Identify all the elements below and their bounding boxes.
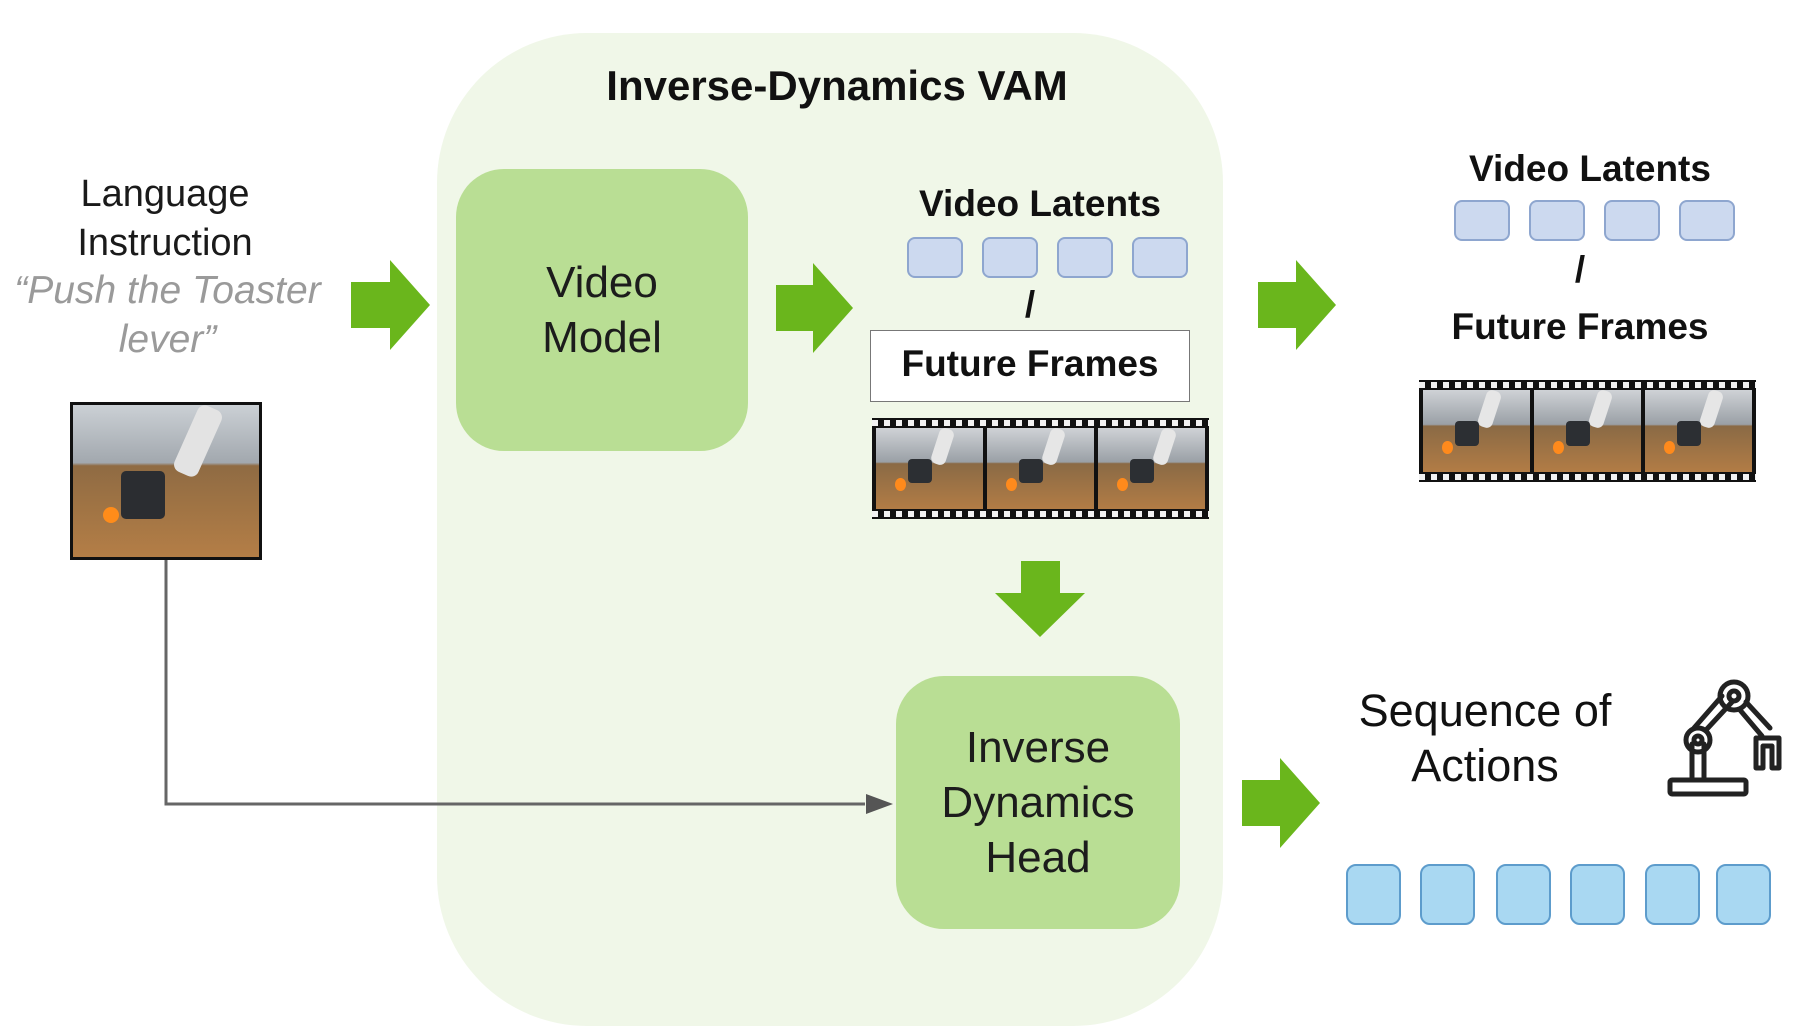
inner-video-latents-label: Video Latents — [919, 183, 1161, 224]
input-observation-image — [70, 402, 262, 560]
connector-image-to-head — [164, 560, 865, 806]
arrow-video-model-to-latents — [776, 263, 853, 353]
film-frame — [1423, 390, 1530, 472]
action-token — [1570, 864, 1625, 925]
arrow-head-to-actions — [1242, 758, 1320, 848]
output-latent-token — [1454, 200, 1510, 241]
action-token — [1716, 864, 1771, 925]
sequence-of-actions-label: Sequence of Actions — [1358, 685, 1612, 791]
video-model-line-1: Video — [546, 258, 658, 307]
action-token — [1645, 864, 1700, 925]
video-model-block: Video Model — [456, 169, 748, 451]
language-instruction-heading: Language Instruction — [77, 173, 253, 264]
inner-latent-token — [982, 237, 1038, 278]
action-token — [1420, 864, 1475, 925]
robot-arm-icon — [1667, 679, 1782, 797]
inner-latent-token — [1132, 237, 1188, 278]
inner-filmstrip — [872, 418, 1209, 519]
inverse-dynamics-head-block: Inverse Dynamics Head — [896, 676, 1180, 929]
idh-line-2: Dynamics — [941, 778, 1135, 827]
video-model-line-2: Model — [542, 313, 662, 362]
film-frame — [987, 428, 1094, 509]
inner-future-frames-label: Future Frames — [901, 343, 1159, 384]
arrow-input-to-video-model — [351, 260, 430, 350]
action-token — [1496, 864, 1551, 925]
inner-latent-token — [907, 237, 963, 278]
instruction-quote: “Push the Toaster lever” — [14, 269, 321, 361]
idh-line-3: Head — [985, 833, 1091, 882]
output-latent-token — [1679, 200, 1735, 241]
connector-arrowhead — [866, 794, 893, 814]
idh-line-1: Inverse — [965, 723, 1111, 772]
film-frame — [876, 428, 983, 509]
output-latent-token — [1604, 200, 1660, 241]
output-video-latents-label: Video Latents — [1469, 148, 1711, 189]
film-frame — [1534, 390, 1641, 472]
arrow-frames-to-head — [995, 561, 1085, 637]
output-separator: / — [1574, 249, 1586, 290]
action-token — [1346, 864, 1401, 925]
vam-title: Inverse-Dynamics VAM — [606, 62, 1068, 109]
film-frame — [1098, 428, 1205, 509]
output-filmstrip — [1419, 380, 1756, 482]
inner-latent-token — [1057, 237, 1113, 278]
film-frame — [1645, 390, 1752, 472]
inner-future-frames-box — [870, 330, 1190, 402]
inner-separator: / — [1024, 284, 1036, 325]
output-future-frames-label: Future Frames — [1451, 306, 1709, 347]
output-latent-token — [1529, 200, 1585, 241]
arrow-panel-to-latents — [1258, 260, 1336, 350]
